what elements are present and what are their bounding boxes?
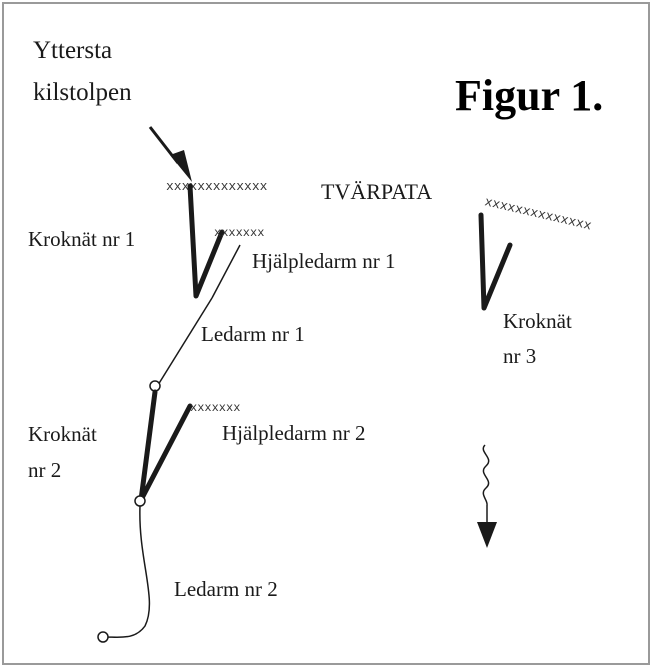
ledarm-2-end: [97, 631, 109, 643]
label-hjalpledarm-1: Hjälpledarm nr 1: [252, 249, 395, 273]
label-tvarpata: TVÄRPATA: [321, 179, 432, 204]
figure-frame: [2, 2, 650, 665]
label-yttersta-line2: kilstolpen: [33, 79, 132, 106]
hjalpledarm-1-line: [211, 244, 241, 299]
label-hjalpledarm-2: Hjälpledarm nr 2: [222, 421, 365, 445]
kroknat-1-shape: [187, 183, 225, 299]
label-ledarm-2: Ledarm nr 2: [174, 577, 278, 601]
hjalpledarm-2-hatch: xxxxxxx: [190, 401, 240, 415]
label-kroknat-2-line1: Kroknät: [28, 422, 97, 446]
label-kroknat-2-line2: nr 2: [28, 458, 61, 482]
ledarm-2-joint: [134, 495, 146, 507]
label-kroknat-3-line2: nr 3: [503, 344, 536, 368]
kroknat-3-shape: [478, 212, 513, 311]
label-kroknat-3-line1: Kroknät: [503, 309, 572, 333]
current-arrow-icon: [477, 444, 497, 548]
tvarpata-hatch-left: xxxxxxxxxxxxx: [166, 179, 268, 194]
label-kroknat-1: Kroknät nr 1: [28, 227, 135, 251]
ledarm-1-line: [157, 297, 213, 386]
hjalpledarm-1-hatch: xxxxxxx: [214, 226, 264, 240]
label-ledarm-1: Ledarm nr 1: [201, 322, 305, 346]
label-yttersta-line1: Yttersta: [33, 37, 112, 64]
figure-title: Figur 1.: [455, 71, 603, 120]
tvarpata-hatch-right: xxxxxxxxxxxxxx: [483, 194, 593, 233]
ledarm-2-line: [104, 505, 151, 638]
pointer-arrow: [148, 126, 192, 182]
kroknat-2-shape: [138, 389, 193, 503]
